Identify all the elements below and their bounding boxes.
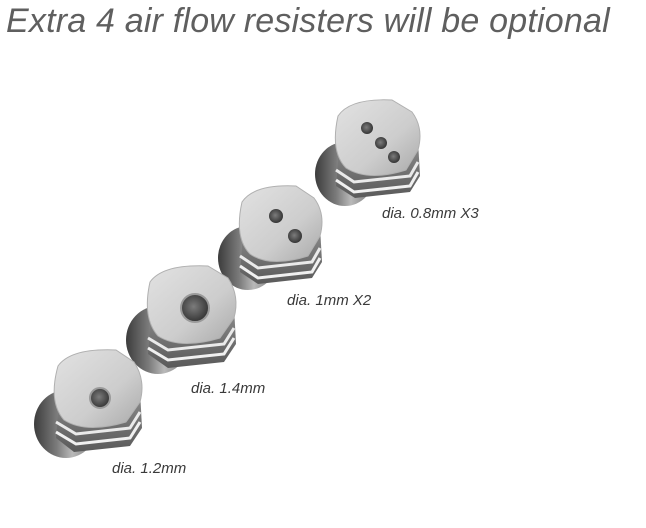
label-1-4mm: dia. 1.4mm: [191, 380, 266, 397]
resister-1-hole-large: [126, 265, 237, 374]
label-0-8mm-x3: dia. 0.8mm X3: [382, 205, 479, 222]
headline: Extra 4 air flow resisters will be optio…: [6, 2, 610, 40]
resister-2-holes: [218, 185, 323, 290]
resister-1-hole: [34, 349, 143, 458]
resister-3-holes: [315, 99, 421, 206]
label-1mm-x2: dia. 1mm X2: [287, 292, 372, 309]
label-1-2mm: dia. 1.2mm: [112, 460, 187, 477]
